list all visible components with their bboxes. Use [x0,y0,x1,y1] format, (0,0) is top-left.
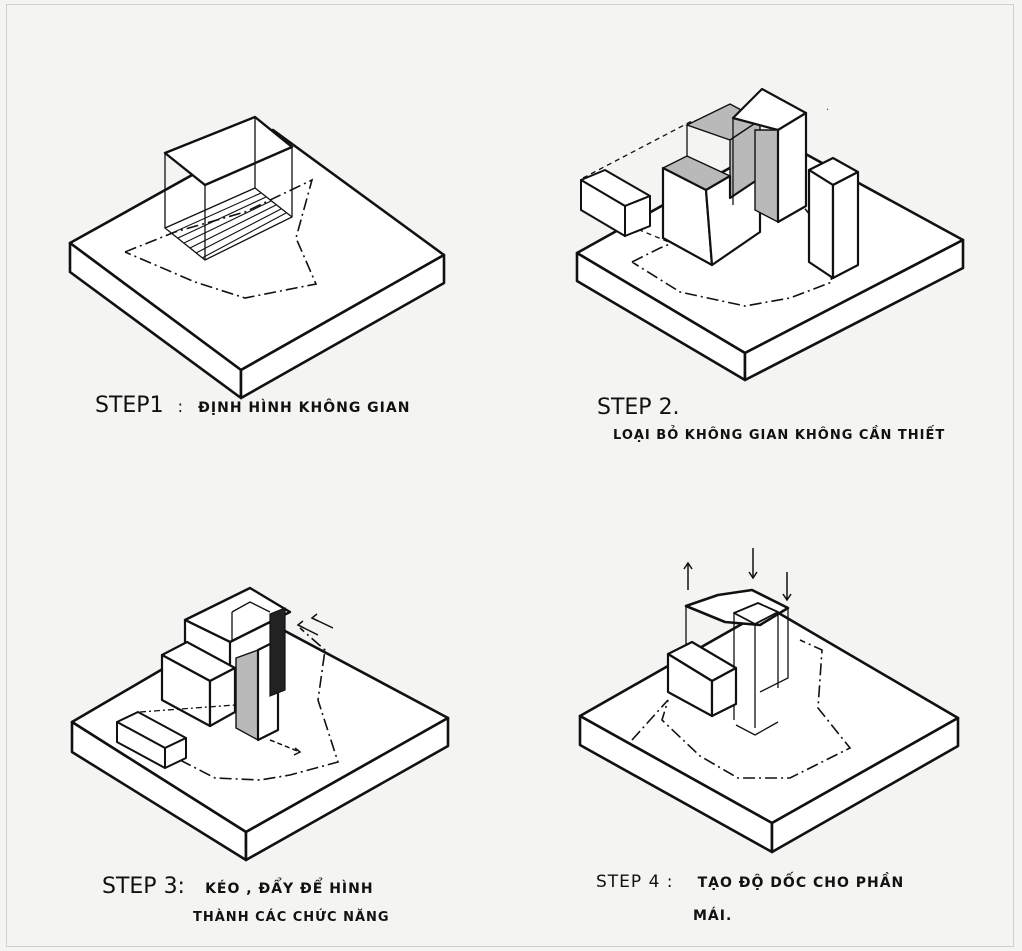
step1-site-slab [68,128,446,400]
step1-site-boundary [124,178,318,299]
step4-diagram [578,548,960,854]
step3-front-block [160,640,237,728]
step3-cantilever-block [116,704,236,769]
step1-description: ĐỊNH HÌNH KHÔNG GIAN [198,400,411,416]
step1-floor-hatch [171,192,287,259]
step2-label: STEP 2. [597,395,680,420]
step1-label: STEP1 [95,393,164,418]
step3-label: STEP 3: [102,874,185,899]
step4-main-mass [684,588,790,736]
step4-caption: STEP 4 : TẠO ĐỘ DỐC CHO PHẦN [596,872,904,892]
step1-caption: STEP1 : ĐỊNH HÌNH KHÔNG GIAN [95,393,410,418]
step4-front-block [666,640,738,718]
step2-site-slab [575,138,965,382]
step2-diagram: . [575,87,965,382]
svg-text:.: . [826,102,829,113]
step4-label: STEP 4 : [596,872,674,892]
step3-caption: STEP 3: KÉO , ĐẨY ĐỂ HÌNH [102,874,374,899]
step2-cantilever-block [580,169,651,237]
step1-volume-box [163,115,294,261]
step4-site-slab [578,606,960,854]
step2-description: LOẠI BỎ KHÔNG GIAN KHÔNG CẦN THIẾT [613,428,946,443]
step4-description-line2: MÁI. [693,908,733,924]
step3-diagram [70,586,450,862]
step3-description-line2: THÀNH CÁC CHỨC NĂNG [193,910,390,925]
step2-stepped-mass [661,87,808,267]
step1-diagram [68,115,446,400]
step3-description-line1: KÉO , ĐẨY ĐỂ HÌNH [205,881,374,897]
step4-description-line1: TẠO ĐỘ DỐC CHO PHẦN [697,875,905,891]
sheet-border [6,4,1014,947]
step4-roof-arrows [683,548,792,602]
step3-site-boundary [179,627,340,781]
step2-tower-block [807,156,860,280]
step1-separator: : [177,397,185,416]
step3-push-arrows [269,613,334,756]
